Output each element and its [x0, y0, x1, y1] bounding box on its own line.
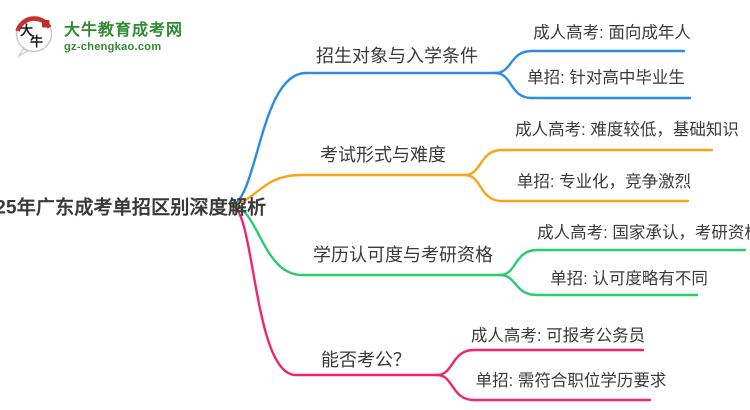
child-label-adult-exam-civil-service: 成人高考: 可报考公务员	[470, 327, 646, 345]
branch-2-main-line	[231, 173, 467, 207]
site-logo: 大 牛 大牛教育成考网 gz-chengkao.com	[12, 10, 183, 58]
branch-2-child-1-line	[463, 148, 714, 177]
brand-domain: gz-chengkao.com	[64, 40, 162, 53]
logo-seal-stamp	[42, 20, 50, 28]
branch-3-child-1-line	[498, 248, 747, 277]
child-label-danzhao-recognition: 单招: 认可度略有不同	[550, 270, 708, 288]
branch-4-child-1-line	[435, 348, 645, 377]
child-label-danzhao-position-requirements: 单招: 需符合职位学历要求	[475, 372, 667, 390]
child-label-adult-exam-adults: 成人高考: 面向成年人	[533, 24, 691, 42]
daniu-logo-icon: 大 牛	[15, 15, 53, 58]
brand-text-block: 大牛教育成考网 gz-chengkao.com	[64, 16, 183, 53]
branch-3-child-2-line	[498, 273, 699, 297]
branch-2-child-2-line	[463, 173, 690, 203]
branch-1-main-line	[231, 71, 497, 207]
branch-label-exam-format: 考试形式与难度	[320, 145, 446, 165]
child-label-danzhao-highschool: 单招: 针对高中毕业生	[527, 69, 685, 87]
branch-1-child-2-line	[493, 71, 692, 100]
branch-4-main-line	[231, 204, 439, 377]
logo-char-top: 大	[20, 23, 33, 38]
branch-1-child-1-line	[493, 49, 686, 75]
child-label-adult-exam-difficulty: 成人高考: 难度较低，基础知识	[515, 121, 739, 139]
branch-4-child-2-line	[435, 373, 652, 402]
brand-name: 大牛教育成考网	[64, 21, 184, 39]
logo-char-bottom: 牛	[30, 34, 43, 49]
speech-bubble-tail	[17, 48, 30, 58]
child-label-danzhao-competition: 单招: 专业化，竞争激烈	[516, 173, 692, 191]
branch-3-main-line	[231, 203, 502, 277]
branch-label-recognition: 学历认可度与考研资格	[313, 245, 493, 265]
child-label-adult-exam-recognized: 成人高考: 国家承认，考研资格	[537, 224, 750, 242]
root-topic: 2025年广东成考单招区别深度解析	[0, 197, 267, 219]
branch-label-enrollment: 招生对象与入学条件	[316, 46, 478, 66]
branch-label-civil-service: 能否考公？	[321, 350, 411, 370]
